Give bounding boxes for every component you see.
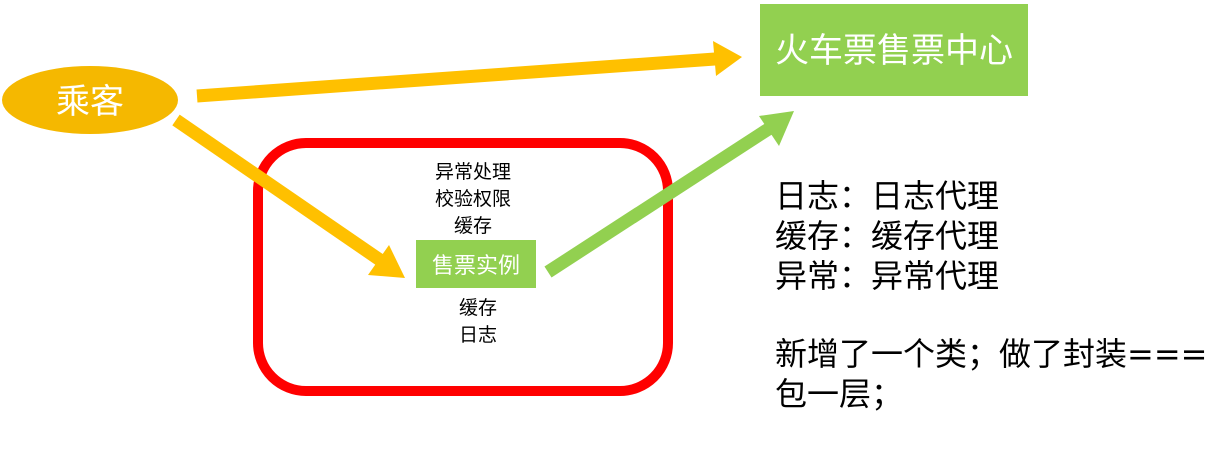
pre-label-cache: 缓存 [454, 215, 492, 237]
post-processing-labels: 缓存 日志 [459, 297, 497, 346]
ticket-center-node: 火车票售票中心 [760, 4, 1028, 96]
ticket-instance-label: 售票实例 [432, 254, 520, 279]
arrow-passenger-to-instance [172, 114, 405, 278]
note-summary-2: 包一层； [775, 375, 904, 413]
proxy-box [253, 138, 673, 396]
notes-spacer [775, 296, 1207, 334]
post-label-log: 日志 [459, 324, 497, 346]
arrow-instance-to-center [544, 111, 794, 278]
notes-panel: 日志：日志代理 缓存：缓存代理 异常：异常代理 新增了一个类；做了封装=== 包… [775, 176, 1207, 414]
note-summary-1: 新增了一个类；做了封装=== [775, 335, 1208, 373]
post-label-cache: 缓存 [459, 297, 497, 319]
pre-processing-labels: 异常处理 校验权限 缓存 [435, 161, 511, 237]
pre-label-exception: 异常处理 [435, 161, 511, 183]
passenger-label: 乘客 [56, 82, 124, 122]
ticket-center-label: 火车票售票中心 [775, 31, 1013, 71]
pre-label-permission: 校验权限 [435, 188, 511, 210]
note-log: 日志：日志代理 [775, 177, 1000, 215]
passenger-node: 乘客 [2, 66, 178, 134]
arrow-passenger-to-center [196, 41, 742, 103]
note-exception: 异常：异常代理 [775, 257, 1000, 295]
ticket-instance-node: 售票实例 [416, 240, 536, 288]
note-cache: 缓存：缓存代理 [775, 217, 1000, 255]
